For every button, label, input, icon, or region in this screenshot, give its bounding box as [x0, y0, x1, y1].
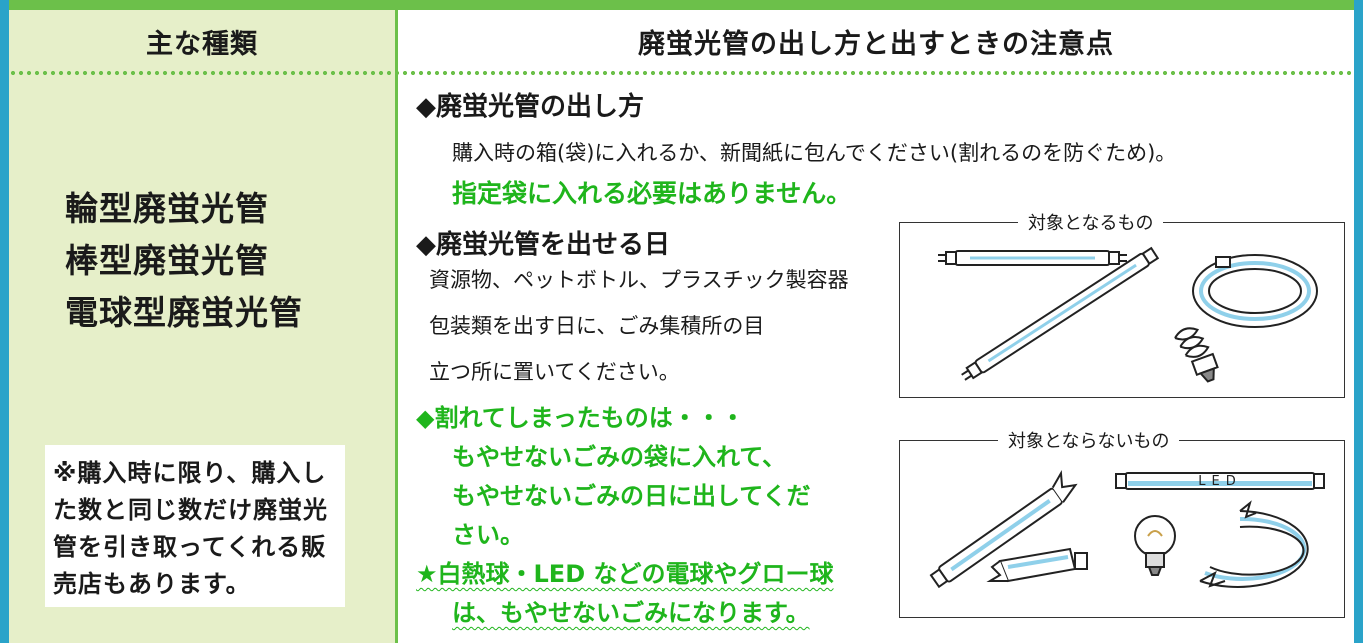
day-heading: ◆廃蛍光管を出せる日 — [416, 230, 670, 260]
broken-line: もやせないごみの日に出してくだ — [452, 482, 811, 510]
day-line: 包装類を出す日に、ごみ集積所の目 — [429, 314, 765, 338]
targets-label: 対象となるもの — [1018, 209, 1164, 235]
non-targets-box: 対象とならないもの LED — [899, 427, 1345, 618]
type-straight: 棒型廃蛍光管 — [65, 241, 269, 280]
led-text: LED — [1198, 474, 1241, 489]
top-bar — [9, 0, 1354, 10]
broken-circular-tube-icon — [1199, 500, 1309, 588]
header-disposal: 廃蛍光管の出し方と出すときの注意点 — [638, 28, 1114, 60]
how-to-green-note: 指定袋に入れる必要はありません。 — [452, 179, 852, 208]
straight-tube-icon — [938, 250, 1127, 266]
circular-tube-icon — [1192, 254, 1318, 328]
note-line: 管を引き取ってくれる販 — [53, 533, 327, 561]
diagonal-tube-icon — [961, 246, 1160, 381]
broken-line: もやせないごみの袋に入れて、 — [452, 443, 787, 471]
type-ring: 輪型廃蛍光管 — [65, 189, 269, 228]
note-line: 売店もあります。 — [53, 570, 251, 598]
column-divider — [395, 10, 398, 643]
broken-tube-icon — [929, 469, 1078, 589]
broken-line: ◆割れてしまったものは・・・ — [416, 404, 745, 432]
broken-line: さい。 — [452, 521, 524, 549]
types-list: 輪型廃蛍光管 棒型廃蛍光管 電球型廃蛍光管 — [65, 183, 303, 339]
header-types: 主な種類 — [146, 28, 258, 60]
non-targets-illustration: LED — [929, 469, 1325, 589]
note-line: ※購入時に限り、購入し — [53, 459, 327, 487]
note-line: た数と同じ数だけ廃蛍光 — [53, 496, 328, 524]
type-bulb: 電球型廃蛍光管 — [65, 293, 303, 332]
bulbs-line: は、もやせないごみになります。 — [452, 599, 810, 627]
incandescent-bulb-icon — [1134, 515, 1176, 576]
targets-illustration — [938, 246, 1318, 383]
day-line: 資源物、ペットボトル、プラスチック製容器 — [429, 268, 849, 292]
spiral-bulb-icon — [1174, 327, 1219, 383]
bulbs-line: ★白熱球・LED などの電球やグロー球 — [416, 560, 834, 588]
non-targets-label: 対象とならないもの — [998, 427, 1180, 453]
day-line: 立つ所に置いてください。 — [429, 360, 680, 384]
broken-short-tube-icon — [986, 547, 1088, 583]
led-tube-icon: LED — [1115, 472, 1325, 490]
how-to-heading: ◆廃蛍光管の出し方 — [416, 92, 644, 122]
takeback-note: ※購入時に限り、購入し た数と同じ数だけ廃蛍光 管を引き取ってくれる販 売店もあ… — [45, 445, 345, 607]
how-to-text: 購入時の箱(袋)に入れるか、新聞紙に包んでください(割れるのを防ぐため)。 — [452, 141, 1177, 165]
targets-box: 対象となるもの — [899, 209, 1345, 398]
dotted-separator — [9, 71, 1354, 75]
